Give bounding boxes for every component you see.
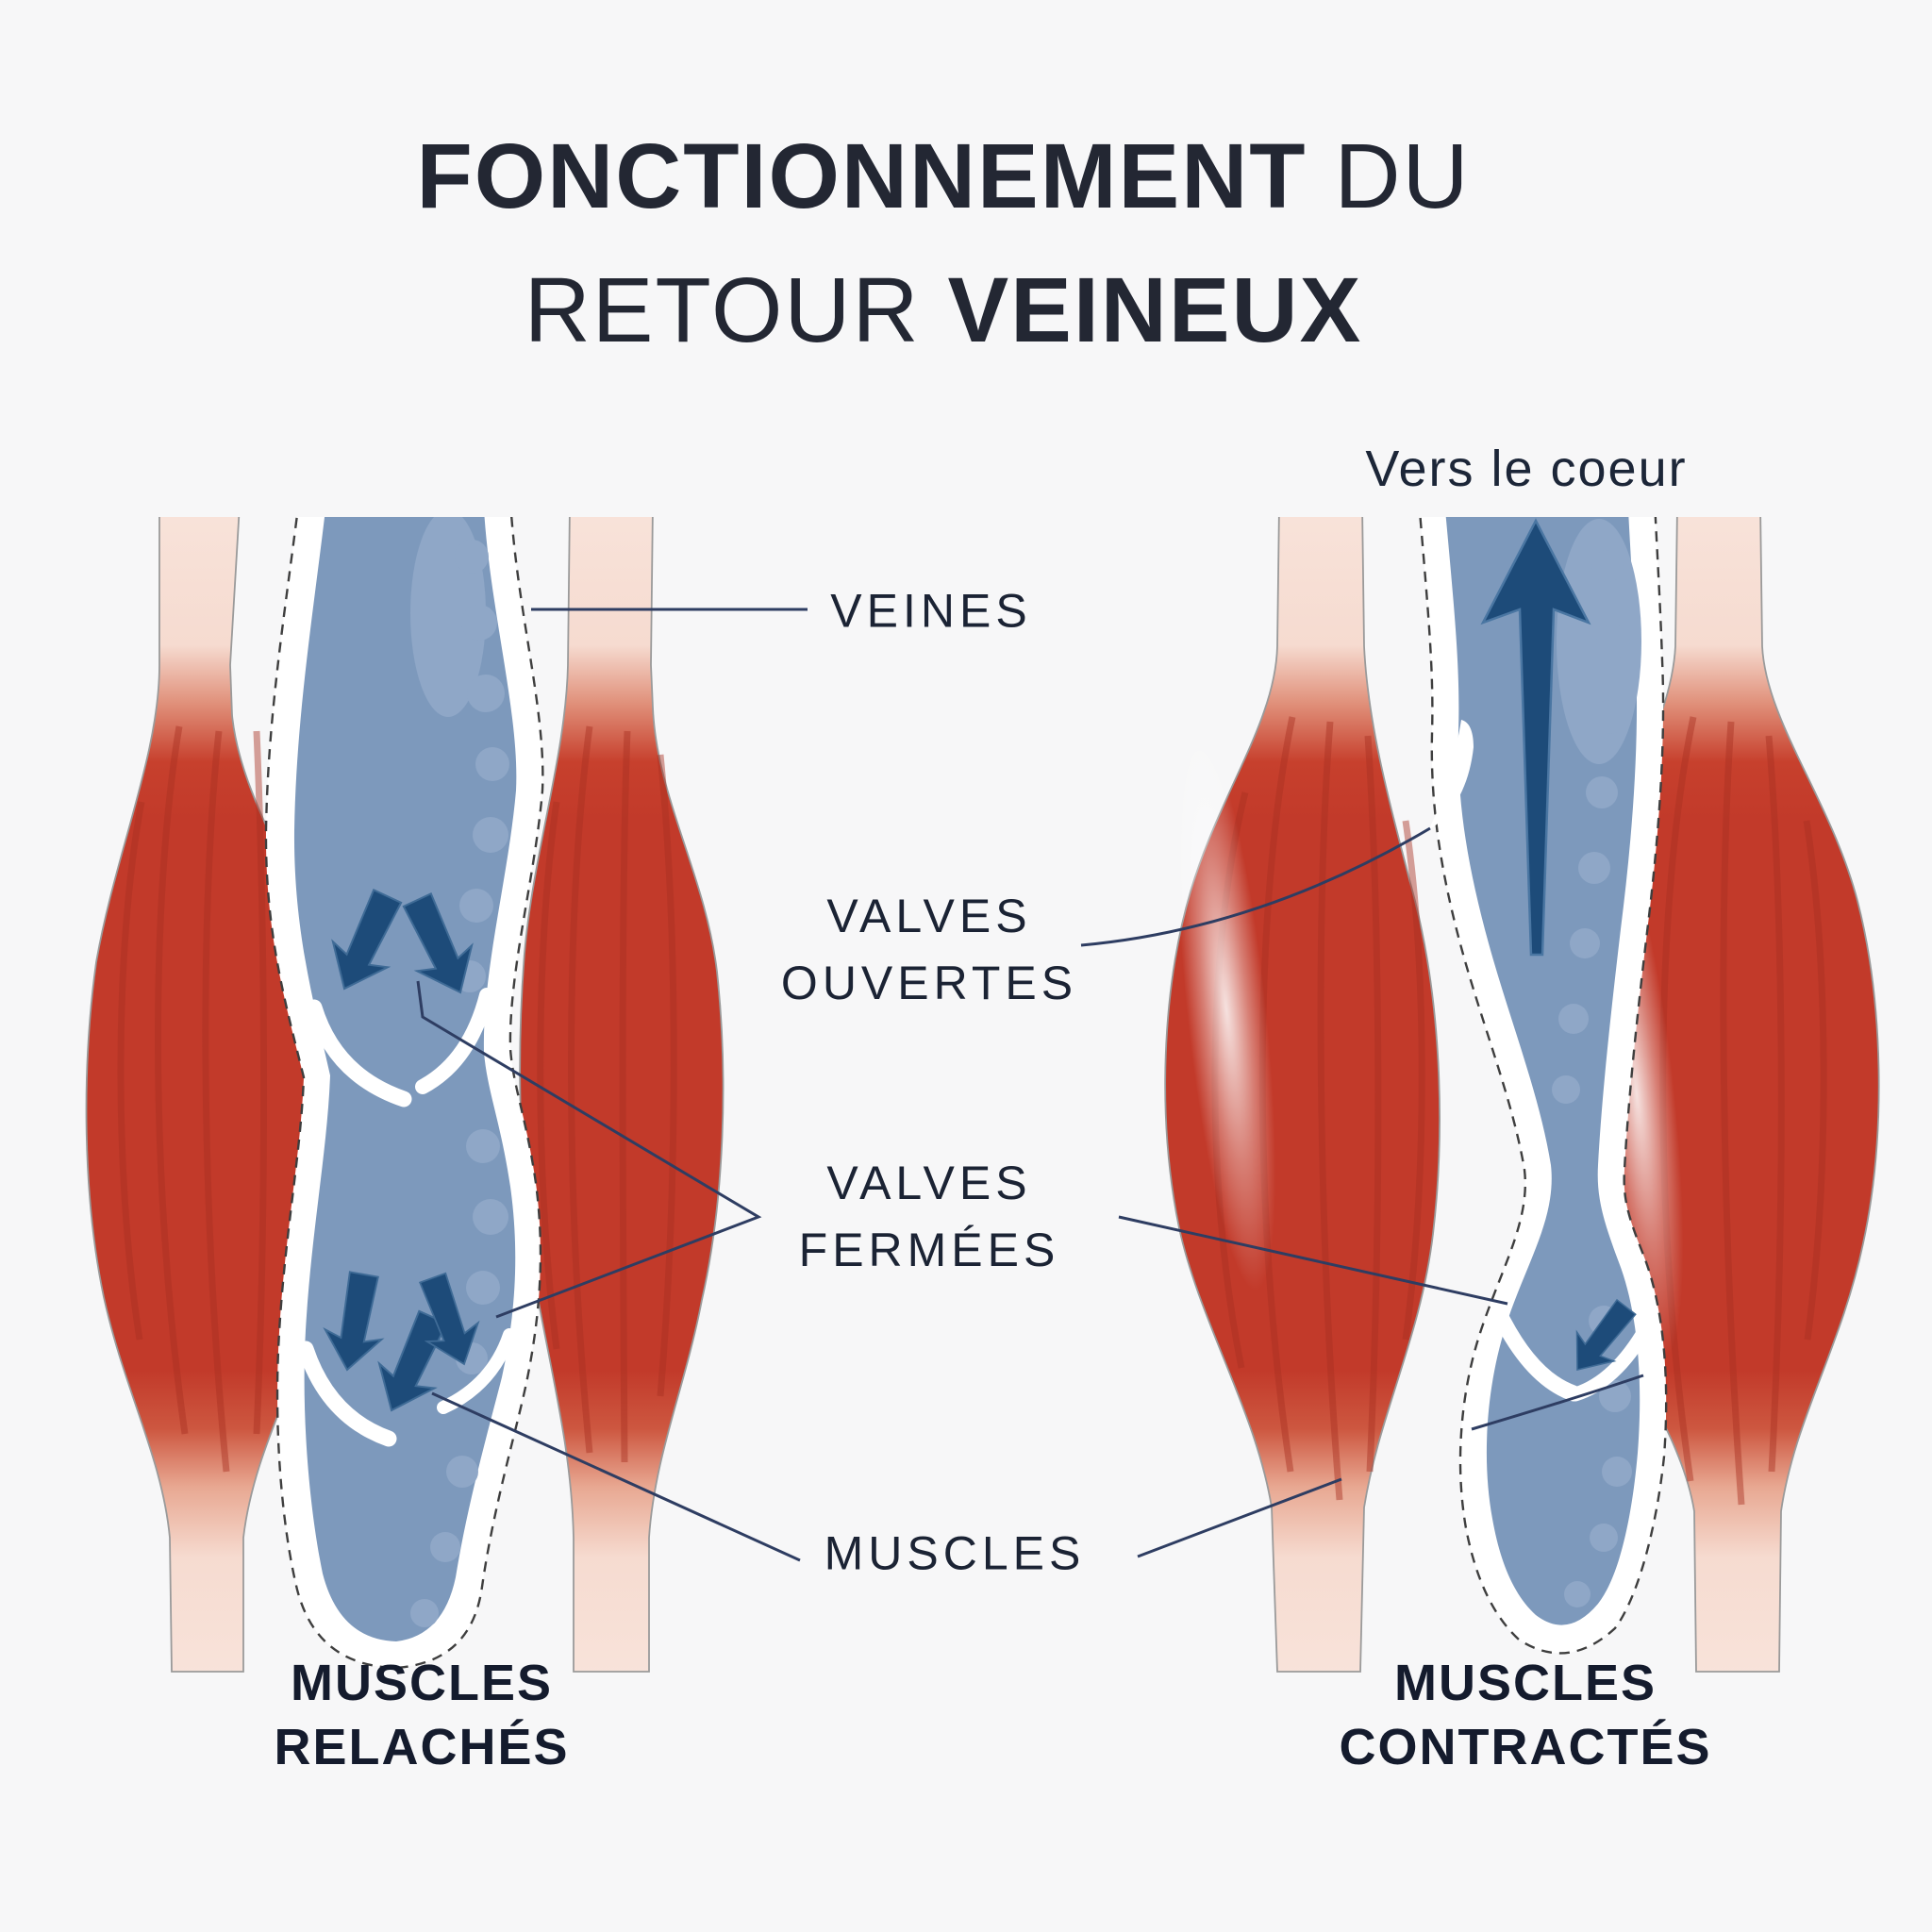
title-line-2: RETOUR VEINEUX	[524, 258, 1363, 361]
contracted-muscles-panel	[1164, 517, 1880, 1673]
valves-closed-label: VALVES FERMÉES	[798, 1157, 1060, 1276]
contracted-muscle-left	[1164, 517, 1441, 1673]
toward-heart-label: Vers le coeur	[1365, 441, 1688, 497]
muscle-striations	[537, 725, 677, 1463]
contracted-muscles-caption: MUSCLES CONTRACTÉS	[1339, 1655, 1712, 1775]
vein-relaxed	[293, 517, 517, 1641]
valves-open-pointer-line	[1080, 826, 1431, 947]
vein-inner-scallops	[410, 517, 509, 1627]
muscle-sheen	[1176, 727, 1276, 1291]
closed-valve	[1471, 1310, 1654, 1431]
relaxed-muscles-caption: MUSCLES RELACHÉS	[274, 1655, 570, 1775]
valves-closed-right-pointer-line	[1118, 1215, 1508, 1306]
valves-open-label: VALVES OUVERTES	[780, 890, 1078, 1009]
veins-label: VEINES	[830, 584, 1032, 638]
muscles-right-pointer-line	[1137, 1477, 1342, 1558]
muscles-label: MUSCLES	[824, 1526, 1086, 1580]
relaxed-muscles-panel	[85, 517, 724, 1673]
valves-closed-left-pointer-line	[416, 980, 762, 1319]
open-valve-flap	[1428, 720, 1474, 830]
up-arrow-icon	[1480, 518, 1591, 957]
page-title: FONCTIONNEMENT DU RETOUR VEINEUX	[416, 109, 1470, 377]
annotation-lines	[416, 608, 1508, 1562]
muscles-left-pointer-line	[431, 1391, 801, 1562]
title-line-1: FONCTIONNEMENT DU	[416, 125, 1471, 227]
vein-contracted	[1428, 517, 1654, 1625]
valve-flaps-upper	[306, 988, 494, 1108]
relaxed-muscle-right	[519, 517, 724, 1673]
